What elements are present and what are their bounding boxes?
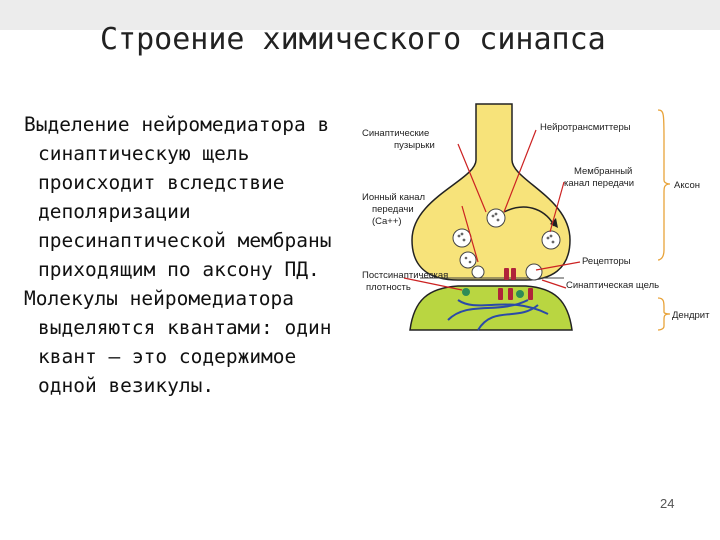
label-ion-channel-3: (Ca++) bbox=[372, 216, 402, 227]
flow-arrowhead bbox=[550, 218, 558, 228]
slide-title: Строение химического синапса bbox=[100, 22, 606, 57]
synapse-diagram: Синаптические пузырьки Ионный канал пере… bbox=[362, 103, 710, 331]
label-vesicles-2: пузырьки bbox=[394, 140, 435, 151]
label-psd-2: плотность bbox=[366, 282, 411, 293]
axon-terminal-shape bbox=[411, 103, 571, 281]
label-membrane-channel-1: Мембранный bbox=[574, 166, 632, 177]
label-axon: Аксон bbox=[674, 180, 700, 191]
label-psd-1: Постсинаптическая bbox=[362, 270, 448, 281]
vesicles bbox=[452, 208, 561, 279]
label-membrane-channel-2: канал передачи bbox=[564, 178, 634, 189]
channels bbox=[462, 288, 524, 298]
label-ion-channel-2: передачи bbox=[372, 204, 414, 215]
vesicle-dots bbox=[457, 212, 555, 264]
label-vesicles-1: Синаптические bbox=[362, 128, 429, 139]
label-ion-channel-1: Ионный канал bbox=[362, 192, 425, 203]
label-dendrite: Дендрит bbox=[672, 310, 710, 321]
dendrite-fibres bbox=[447, 299, 549, 331]
axon-bracket bbox=[657, 109, 671, 261]
slide-top-bar bbox=[0, 0, 720, 30]
receptors bbox=[498, 268, 533, 300]
paragraph-release: Выделение нейромедиатора в синаптическую… bbox=[24, 113, 332, 281]
dendrite-bracket bbox=[657, 297, 671, 331]
paragraph-quanta: Молекулы нейромедиатора выделяются квант… bbox=[24, 287, 332, 397]
label-receptors: Рецепторы bbox=[582, 256, 631, 267]
label-neurotransmitters: Нейротрансмиттеры bbox=[540, 122, 631, 133]
fusing-vesicle bbox=[525, 263, 543, 281]
pointer-lines bbox=[403, 129, 581, 291]
slide-body: Выделение нейромедиатора в синаптическую… bbox=[24, 110, 364, 400]
label-synaptic-cleft: Синаптическая щель bbox=[566, 280, 659, 291]
page-number: 24 bbox=[660, 496, 675, 511]
